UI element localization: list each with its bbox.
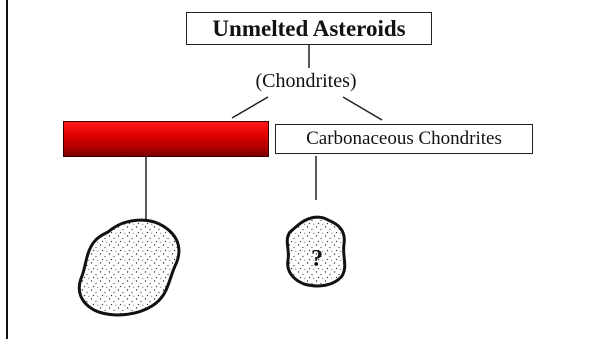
unknown-marker: ? [311,246,323,272]
subtitle-label: (Chondrites) [236,70,376,93]
redacted-bar [63,121,269,157]
connector-subtitle-to-left [232,97,268,118]
carbonaceous-box: Carbonaceous Chondrites [275,124,533,154]
title-box: Unmelted Asteroids [186,12,432,45]
connector-subtitle-to-right [343,97,382,120]
title-label: Unmelted Asteroids [212,16,405,42]
speckled-rock-question-icon: ? [287,217,344,286]
carbonaceous-label: Carbonaceous Chondrites [306,128,502,150]
speckled-rock-icon [79,220,179,315]
